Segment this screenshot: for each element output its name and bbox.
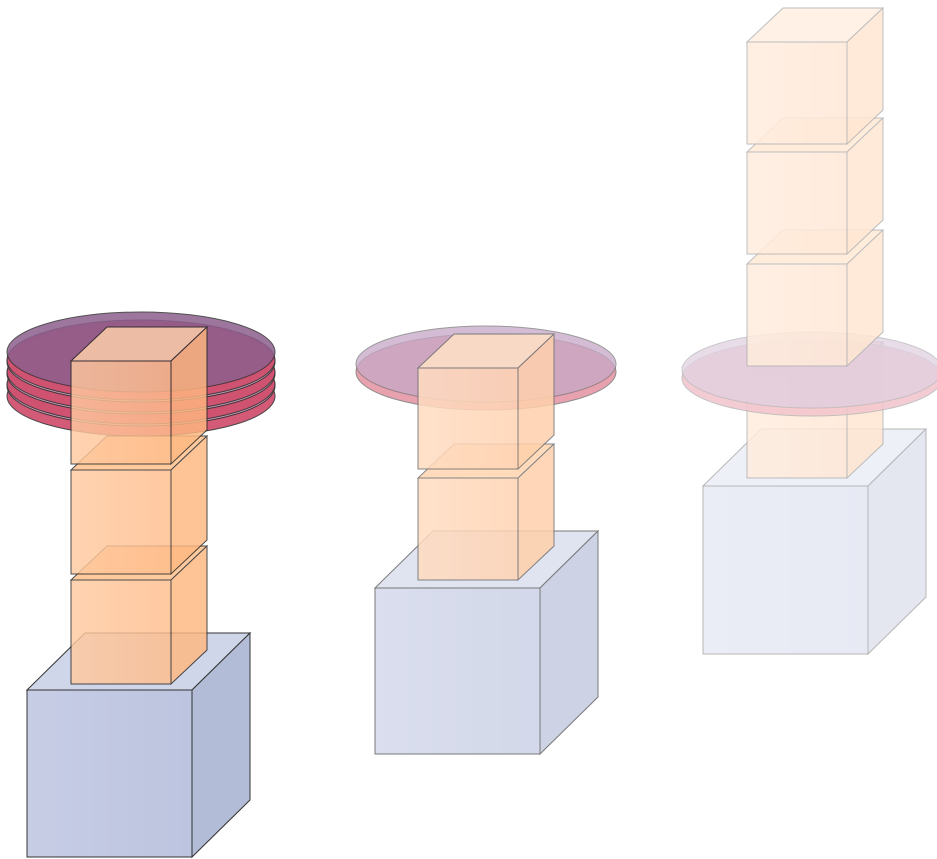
stack-3-cube-1 [745, 6, 885, 146]
stack-3-cube-2 [745, 116, 885, 256]
stack-3-disc [681, 331, 937, 417]
stack-2-cube-top [416, 332, 556, 471]
stack-3 [681, 6, 937, 656]
stack-2 [355, 325, 617, 756]
stack-1-cube-top [69, 325, 209, 466]
stack-1 [6, 311, 276, 859]
